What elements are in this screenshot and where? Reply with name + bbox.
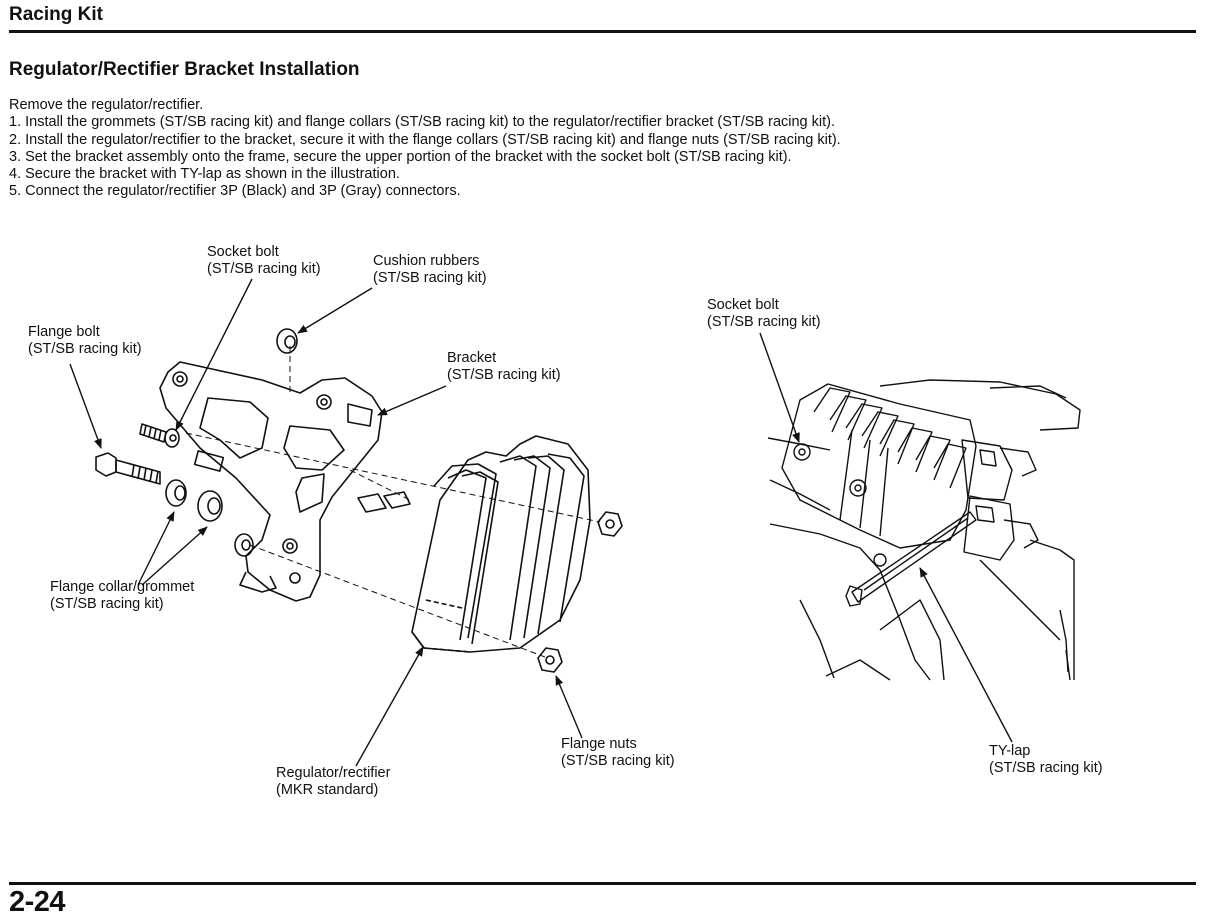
bracket-drawing — [159, 361, 383, 602]
callout-socket-bolt-name: Socket bolt — [207, 244, 279, 260]
callout-ty-lap: TY-lap (ST/SB racing kit) — [989, 743, 1103, 778]
instruction-step-5: 5. Connect the regulator/rectifier 3P (B… — [9, 183, 461, 200]
callout-socket-bolt-source: (ST/SB racing kit) — [207, 261, 321, 278]
section-title: Regulator/Rectifier Bracket Installation — [9, 59, 360, 80]
instruction-list: Remove the regulator/rectifier. 1. Insta… — [9, 97, 841, 201]
flange-nuts-drawing — [537, 511, 623, 673]
callout-flange-nuts-source: (ST/SB racing kit) — [561, 753, 675, 770]
cushion-rubbers-drawing — [234, 328, 411, 557]
left-leader-lines — [69, 278, 583, 767]
callout-flange-collar-grommet-source: (ST/SB racing kit) — [50, 596, 164, 613]
callout-bracket-source: (ST/SB racing kit) — [447, 367, 561, 384]
instruction-intro: Remove the regulator/rectifier. — [9, 97, 204, 113]
callout-flange-bolt-name: Flange bolt — [28, 324, 100, 340]
flange-bolt-drawing — [95, 452, 161, 485]
callout-flange-collar-grommet: Flange collar/grommet (ST/SB racing kit) — [50, 579, 194, 614]
callout-bracket-name: Bracket — [447, 350, 497, 366]
right-leader-lines — [759, 332, 1013, 743]
running-header-title: Racing Kit — [9, 4, 103, 25]
assembly-guide-lines — [185, 346, 601, 658]
callout-cushion-rubbers-name: Cushion rubbers — [373, 253, 480, 269]
callout-socket-bolt-installed-source: (ST/SB racing kit) — [707, 314, 821, 331]
callout-flange-collar-grommet-name: Flange collar/grommet — [50, 579, 195, 595]
callout-flange-nuts-name: Flange nuts — [561, 736, 637, 752]
instruction-step-4: 4. Secure the bracket with TY-lap as sho… — [9, 166, 400, 183]
flange-collar-grommet-drawing — [165, 479, 223, 522]
callout-flange-nuts: Flange nuts (ST/SB racing kit) — [561, 736, 675, 771]
callout-socket-bolt: Socket bolt (ST/SB racing kit) — [207, 244, 321, 279]
callout-flange-bolt-source: (ST/SB racing kit) — [28, 341, 142, 358]
instruction-step-1: 1. Install the grommets (ST/SB racing ki… — [9, 114, 835, 131]
page-number: 2-24 — [9, 886, 66, 918]
callout-cushion-rubbers-source: (ST/SB racing kit) — [373, 270, 487, 287]
callout-regulator-rectifier-source: (MKR standard) — [276, 782, 379, 799]
callout-ty-lap-name: TY-lap — [989, 743, 1031, 759]
callout-regulator-rectifier-name: Regulator/rectifier — [276, 765, 391, 781]
instruction-step-3: 3. Set the bracket assembly onto the fra… — [9, 148, 792, 165]
callout-ty-lap-source: (ST/SB racing kit) — [989, 760, 1103, 777]
callout-bracket: Bracket (ST/SB racing kit) — [447, 350, 561, 385]
callout-cushion-rubbers: Cushion rubbers (ST/SB racing kit) — [373, 253, 487, 288]
callout-regulator-rectifier: Regulator/rectifier (MKR standard) — [276, 765, 390, 800]
header-rule — [9, 30, 1196, 33]
callout-socket-bolt-installed: Socket bolt (ST/SB racing kit) — [707, 297, 821, 332]
instruction-step-2: 2. Install the regulator/rectifier to th… — [9, 131, 841, 148]
regulator-rectifier-drawing — [411, 435, 591, 653]
exploded-view-drawing — [95, 328, 623, 673]
callout-socket-bolt-installed-name: Socket bolt — [707, 297, 779, 313]
socket-bolt-drawing — [139, 423, 180, 448]
footer-rule — [9, 882, 1196, 885]
installed-view-drawing — [767, 379, 1081, 681]
callout-flange-bolt: Flange bolt (ST/SB racing kit) — [28, 324, 142, 359]
